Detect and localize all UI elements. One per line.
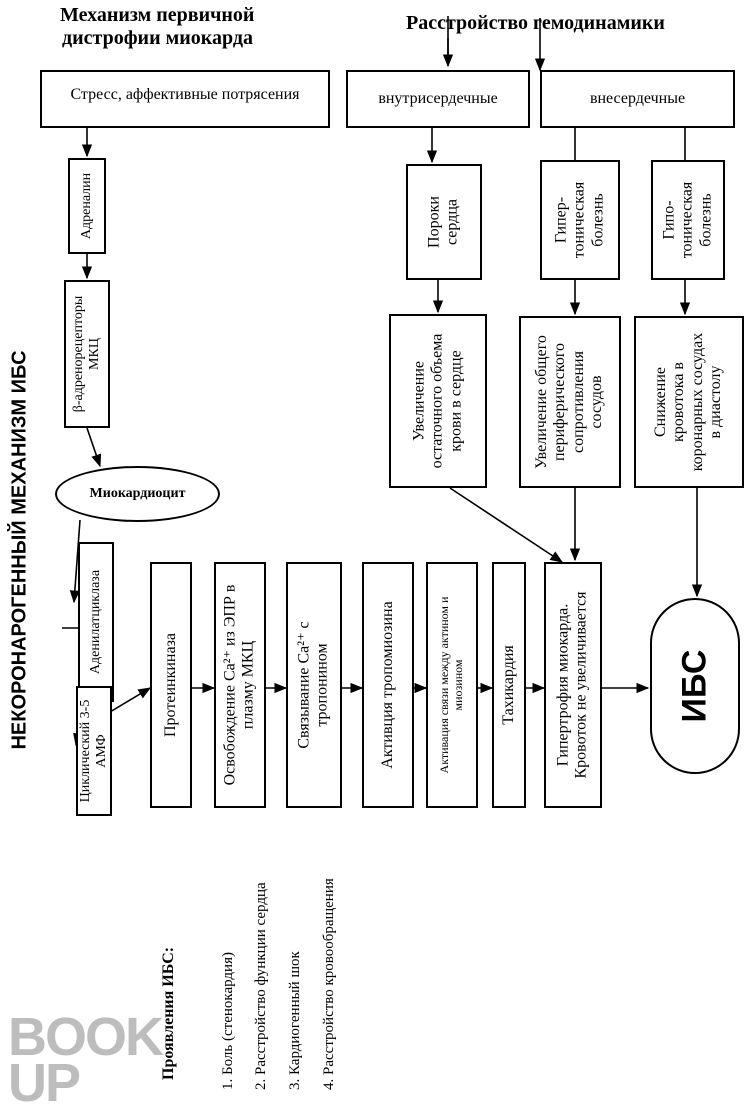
arrow-camp-proteinkinase	[109, 687, 152, 713]
myocyte-label: Миокардиоцит	[89, 485, 186, 501]
text-line: в диастолу	[707, 365, 725, 439]
text-line: болезнь	[697, 193, 715, 247]
text-line: остаточного объема	[428, 333, 446, 469]
text-line: МКЦ	[87, 338, 102, 370]
stress-box: Стресс, аффективные потрясения	[40, 70, 330, 128]
hypertension-label: Гипер- тоническая болезнь	[552, 182, 607, 259]
hypotension-label: Гипо- тоническая болезнь	[660, 182, 715, 259]
hypertrophy-box: Гипертрофия миокарда. Кровоток не увелич…	[544, 562, 602, 808]
heart-defects-label: Пороки сердца	[426, 196, 463, 248]
text-line: Связывание Ca²⁺ с	[295, 621, 313, 749]
beta-receptors-box: β-адренорецепторы МКЦ	[64, 280, 110, 428]
beta-receptors-label: β-адренорецепторы МКЦ	[71, 296, 103, 413]
text-line: Увеличение общего	[533, 335, 551, 469]
text-line: сосудов	[588, 375, 606, 429]
intracardiac-box: внутрисердечные	[346, 70, 530, 128]
calcium-release-box: Освобождение Ca²⁺ из ЭПР в плазму МКЦ	[214, 562, 266, 808]
text-line: Пороки	[425, 196, 443, 248]
watermark-text: BOOK UP	[8, 1007, 164, 1113]
text-line: Освобождение Ca²⁺ из ЭПР в	[221, 584, 239, 786]
coronary-flow-drop-box: Снижение кровотока в коронарных сосудах …	[634, 316, 744, 488]
text-line: тоническая	[570, 181, 588, 259]
coronary-flow-drop-label: Снижение кровотока в коронарных сосудах …	[652, 333, 726, 472]
side-title: НЕКОРОНАРОГЕННЫЙ МЕХАНИЗМ ИБС	[8, 350, 31, 750]
text-line: коронарных сосудах	[689, 332, 706, 472]
manifestation-item: 4. Расстройство кровообращения	[321, 878, 337, 1090]
text-line: кровотока в	[670, 362, 688, 442]
header-line: Механизм первичной	[60, 4, 255, 26]
extracardiac-label: внесердечные	[589, 89, 686, 107]
text-line: Кровоток не увеличивается	[573, 591, 590, 779]
stress-label: Стресс, аффективные потрясения	[70, 85, 300, 103]
ihd-box: ИБС	[650, 598, 740, 774]
actin-myosin-box: Активация связи между актином и миозином	[426, 562, 478, 808]
text-line: периферического	[551, 342, 569, 462]
heart-defects-box: Пороки сердца	[406, 164, 482, 280]
watermark-logo: BOOK UP	[8, 1007, 164, 1113]
text-line: сопротивления	[570, 351, 587, 453]
calcium-binding-box: Связывание Ca²⁺ с тропонином	[286, 562, 342, 808]
text-line: Гипо-	[660, 200, 678, 240]
actin-myosin-label: Активация связи между актином и миозином	[437, 596, 466, 774]
myocyte-box: Миокардиоцит	[55, 466, 220, 522]
manifestations-heading: Проявления ИБС:	[160, 946, 177, 1080]
text-line: Циклический 3-5	[77, 699, 93, 803]
text-line: сердца	[444, 199, 461, 246]
text-line: Гипертрофия миокарда.	[554, 603, 572, 767]
adenylate-label: Аденилатциклаза	[87, 569, 103, 675]
tropomyosin-label: Активция тропомиозина	[378, 601, 396, 769]
tropomyosin-box: Активция тропомиозина	[362, 562, 414, 808]
camp-box: Циклический 3-5 АМФ	[76, 686, 112, 816]
adrenaline-label: Адреналин	[78, 172, 94, 240]
text-line: Снижение	[652, 367, 670, 437]
text-line: тоническая	[678, 181, 696, 259]
hypertension-box: Гипер- тоническая болезнь	[540, 160, 620, 280]
hypotension-box: Гипо- тоническая болезнь	[651, 160, 725, 280]
resistance-label: Увеличение общего периферического сопрот…	[533, 335, 607, 469]
text-line: крови в сердце	[447, 350, 465, 452]
arrow-residual-hypertrophy	[449, 487, 564, 563]
residual-volume-label: Увеличение остаточного объема крови в се…	[410, 334, 465, 469]
tachycardia-label: Тахикардия	[499, 645, 517, 725]
intracardiac-label: внутрисердечные	[378, 89, 498, 107]
proteinkinase-box: Протеинкиназа	[150, 562, 192, 808]
extracardiac-box: внесердечные	[540, 70, 735, 128]
calcium-binding-label: Связывание Ca²⁺ с тропонином	[296, 621, 333, 748]
text-line: плазму МКЦ	[240, 640, 257, 730]
text-line: Гипер-	[552, 196, 570, 244]
proteinkinase-label: Протеинкиназа	[161, 633, 179, 737]
camp-label: Циклический 3-5 АМФ	[78, 700, 110, 803]
manifestation-item: 2. Расстройство функции сердца	[253, 882, 269, 1090]
header-line: дистрофии миокарда	[62, 27, 253, 49]
resistance-box: Увеличение общего периферического сопрот…	[519, 316, 621, 488]
arrow-receptors-myocyte	[86, 427, 102, 468]
text-line: Увеличение	[410, 361, 428, 442]
text-line: АМФ	[94, 734, 109, 768]
text-line: β-адренорецепторы	[70, 295, 86, 413]
tachycardia-box: Тахикардия	[492, 562, 526, 808]
text-line: тропонином	[314, 643, 331, 727]
hemodynamics-header: Расстройство гемодинамики	[406, 12, 665, 34]
adrenaline-box: Адреналин	[68, 158, 106, 254]
residual-volume-box: Увеличение остаточного объема крови в се…	[389, 314, 487, 488]
text-line: Активация связи между актином и	[437, 596, 452, 774]
adenylate-cyclase-box: Аденилатциклаза	[78, 542, 114, 702]
primary-dystrophy-header: Механизм первичной дистрофии миокарда	[60, 4, 254, 50]
arrow-myocyte-adenylate	[69, 519, 81, 604]
ihd-label: ИБС	[675, 649, 714, 723]
calcium-release-label: Освобождение Ca²⁺ из ЭПР в плазму МКЦ	[222, 585, 259, 786]
manifestation-item: 3. Кардиогенный шок	[287, 951, 303, 1090]
hypertrophy-label: Гипертрофия миокарда. Кровоток не увелич…	[555, 591, 592, 778]
manifestation-item: 1. Боль (стенокардия)	[220, 952, 236, 1090]
text-line: миозином	[451, 659, 465, 711]
text-line: болезнь	[589, 193, 607, 247]
